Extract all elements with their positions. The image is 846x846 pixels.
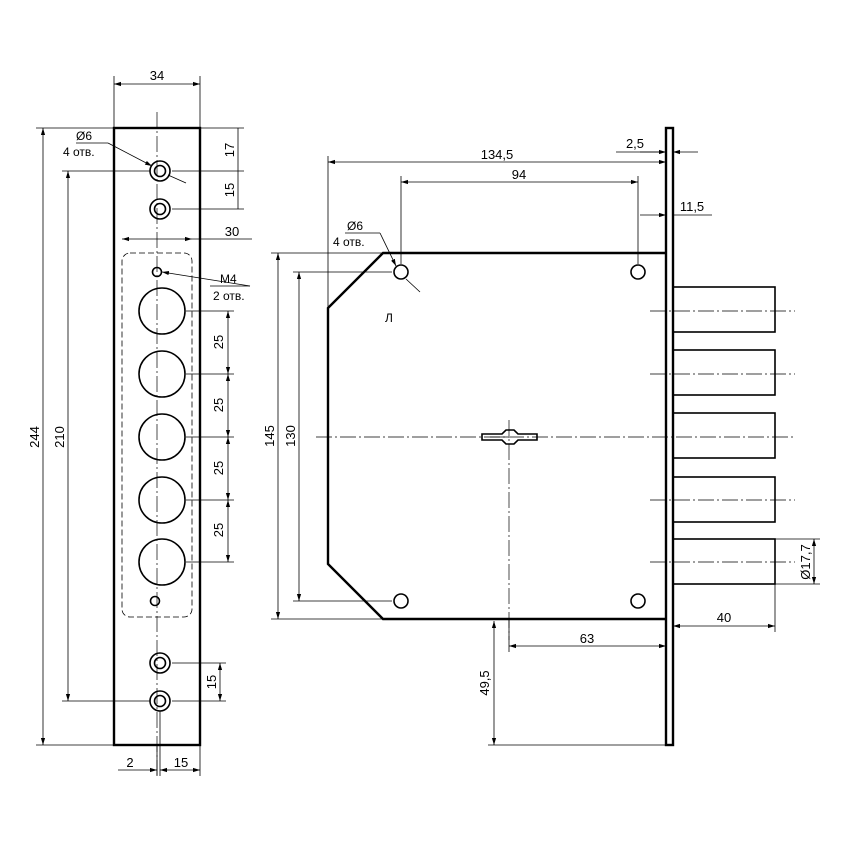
- body-hole: [630, 264, 646, 280]
- body-hole: [393, 264, 409, 280]
- lock-body-view: 134,5 2,5 94 11,5 145: [262, 126, 820, 747]
- dim-hole-spacing-horizontal: 94: [400, 167, 639, 264]
- mount-hole-outer: [149, 160, 171, 182]
- mount-hole-outer: [149, 198, 171, 220]
- bolt: [672, 286, 776, 333]
- bolt: [672, 412, 776, 459]
- dim-hole-spacing-vertical: 130: [283, 271, 392, 602]
- dim-bolt-projection: 40: [673, 584, 776, 632]
- dim-label: 130: [283, 425, 298, 447]
- dim-label: 17: [222, 143, 237, 157]
- dim-faceplate-thickness: 2,5: [616, 128, 698, 158]
- body-mount-holes: [393, 264, 646, 609]
- dim-label: 25: [211, 398, 226, 412]
- thread-hole-m4: [151, 266, 163, 278]
- dim-mount-height: 210: [52, 170, 150, 702]
- dim-top-offset: 17 15: [172, 127, 244, 210]
- note-size: Ø6: [347, 219, 363, 233]
- dim-bolt-pitch: 25 25 25 25: [186, 310, 234, 563]
- dim-label: 210: [52, 426, 67, 448]
- dim-label: 134,5: [481, 147, 514, 162]
- note-count: 2 отв.: [213, 289, 245, 303]
- dim-key-to-bottom: 49,5: [477, 436, 673, 746]
- strip-top-holes: [149, 160, 171, 220]
- hand-mark: Л: [385, 311, 393, 325]
- dim-backset: 63: [508, 619, 666, 652]
- mount-hole-outer: [149, 652, 171, 674]
- dim-bottom: 2 15: [118, 711, 201, 776]
- note-count: 4 отв.: [333, 235, 365, 249]
- dim-label: 15: [222, 183, 237, 197]
- mount-hole-inner: [153, 164, 167, 178]
- body-centerlines: [316, 310, 795, 640]
- bolt-opening: [138, 476, 186, 524]
- dim-label: 94: [512, 167, 526, 182]
- faceplate-strip-view: 34 30 17 15 25 25: [27, 68, 252, 776]
- lock-body-outline: [326, 251, 666, 621]
- mount-hole-inner: [153, 694, 167, 708]
- strip-bottom-holes: [149, 652, 171, 712]
- mount-hole-inner: [153, 202, 167, 216]
- mount-hole-outer: [149, 690, 171, 712]
- bolt-openings: [138, 287, 186, 586]
- dim-body-height: 145: [262, 252, 383, 620]
- bolt: [672, 538, 776, 585]
- dim-label: 15: [204, 675, 219, 689]
- bolt-opening: [138, 287, 186, 335]
- dim-label: 49,5: [477, 670, 492, 695]
- dim-label: 25: [211, 335, 226, 349]
- body-hole: [630, 593, 646, 609]
- bolt-opening: [138, 413, 186, 461]
- dim-bolt-diameter: Ø17,7: [775, 538, 820, 585]
- dim-label: 244: [27, 426, 42, 448]
- note-size: M4: [220, 272, 237, 286]
- dim-overall-height: 244: [27, 127, 114, 746]
- callout-strip-hole: Ø6 4 отв.: [63, 129, 187, 184]
- dim-label: Ø17,7: [798, 544, 813, 579]
- thread-hole-m4: [149, 595, 161, 607]
- keyhole: [481, 429, 538, 445]
- dim-faceplate-offset: 11,5: [640, 199, 712, 218]
- body-hole: [393, 593, 409, 609]
- bolt: [672, 476, 776, 523]
- dim-lower-spacing: 15: [172, 662, 226, 702]
- bolt-opening: [138, 538, 186, 586]
- bolts: [672, 286, 776, 585]
- mount-hole-inner: [153, 656, 167, 670]
- callout-body-hole: Ø6 4 отв.: [333, 219, 421, 293]
- bolt-opening: [138, 350, 186, 398]
- lock-block-hidden-outline: [121, 252, 193, 618]
- dim-label: 11,5: [680, 199, 704, 214]
- dim-body-width-total: 134,5: [327, 128, 667, 308]
- dim-label: 25: [211, 523, 226, 537]
- dim-label: 34: [150, 68, 164, 83]
- dim-strip-width: 34: [113, 68, 201, 128]
- dim-label: 2: [126, 755, 133, 770]
- callout-strip-thread: M4 2 отв.: [161, 271, 251, 303]
- dim-block-width: 30: [122, 224, 252, 242]
- faceplate-side: [664, 126, 675, 747]
- dim-label: 63: [580, 631, 594, 646]
- bolt: [672, 349, 776, 396]
- dim-label: 40: [717, 610, 731, 625]
- dim-label: 145: [262, 425, 277, 447]
- note-count: 4 отв.: [63, 145, 95, 159]
- dim-label: 15: [174, 755, 188, 770]
- dim-label: 25: [211, 461, 226, 475]
- dim-label: 30: [225, 224, 239, 239]
- note-size: Ø6: [76, 129, 92, 143]
- dim-label: 2,5: [626, 136, 644, 151]
